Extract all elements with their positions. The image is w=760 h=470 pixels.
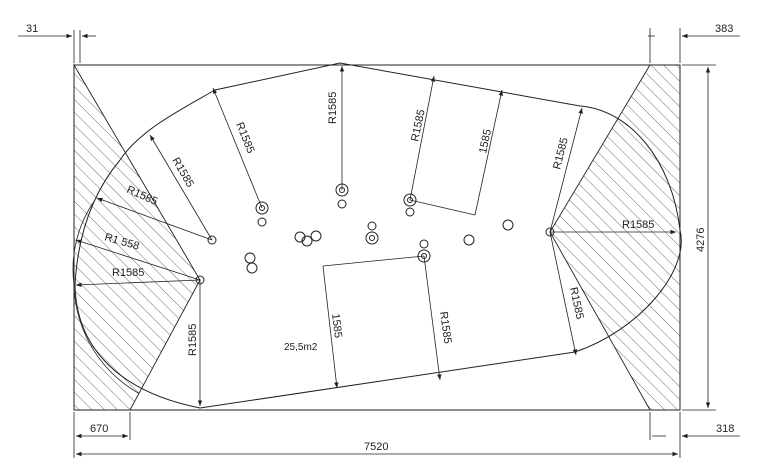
- radius-label-5: R1585: [112, 267, 144, 279]
- dim-bottom-right: 318: [649, 412, 740, 458]
- area-label: 25,5m2: [284, 342, 318, 353]
- right-hatched-region: [549, 64, 681, 411]
- svg-text:318: 318: [716, 423, 734, 435]
- radius-label-3: R1585: [233, 121, 256, 156]
- dim-overall-height: 4276: [682, 64, 716, 411]
- pool-outline: [74, 62, 682, 409]
- radius-label-9: R1585: [622, 219, 654, 231]
- dim-top-right: 383: [648, 23, 740, 63]
- radius-label-12: R1585: [567, 286, 585, 320]
- svg-text:670: 670: [90, 423, 108, 435]
- radius-label-10: R1585: [187, 324, 199, 356]
- svg-text:7520: 7520: [364, 441, 388, 453]
- length-label-1: 1585: [477, 128, 494, 154]
- radius-label-6: R1585: [327, 92, 339, 124]
- radius-label-11: R1585: [437, 311, 453, 345]
- length-label-2: 1585: [329, 313, 344, 339]
- radius-label-1: R1585: [169, 156, 196, 190]
- radius-label-8: R1585: [551, 136, 570, 170]
- fixtures: [195, 183, 555, 285]
- dim-overall-width: 7520: [76, 441, 678, 457]
- dim-bottom-left: 670: [73, 412, 131, 458]
- svg-text:31: 31: [26, 23, 38, 35]
- svg-text:383: 383: [715, 23, 733, 35]
- dim-top-left: 31: [18, 23, 96, 63]
- svg-text:4276: 4276: [695, 228, 707, 252]
- radius-leaders: [75, 66, 676, 406]
- left-hatched-region: [72, 63, 201, 411]
- radius-label-7: R1585: [409, 108, 427, 142]
